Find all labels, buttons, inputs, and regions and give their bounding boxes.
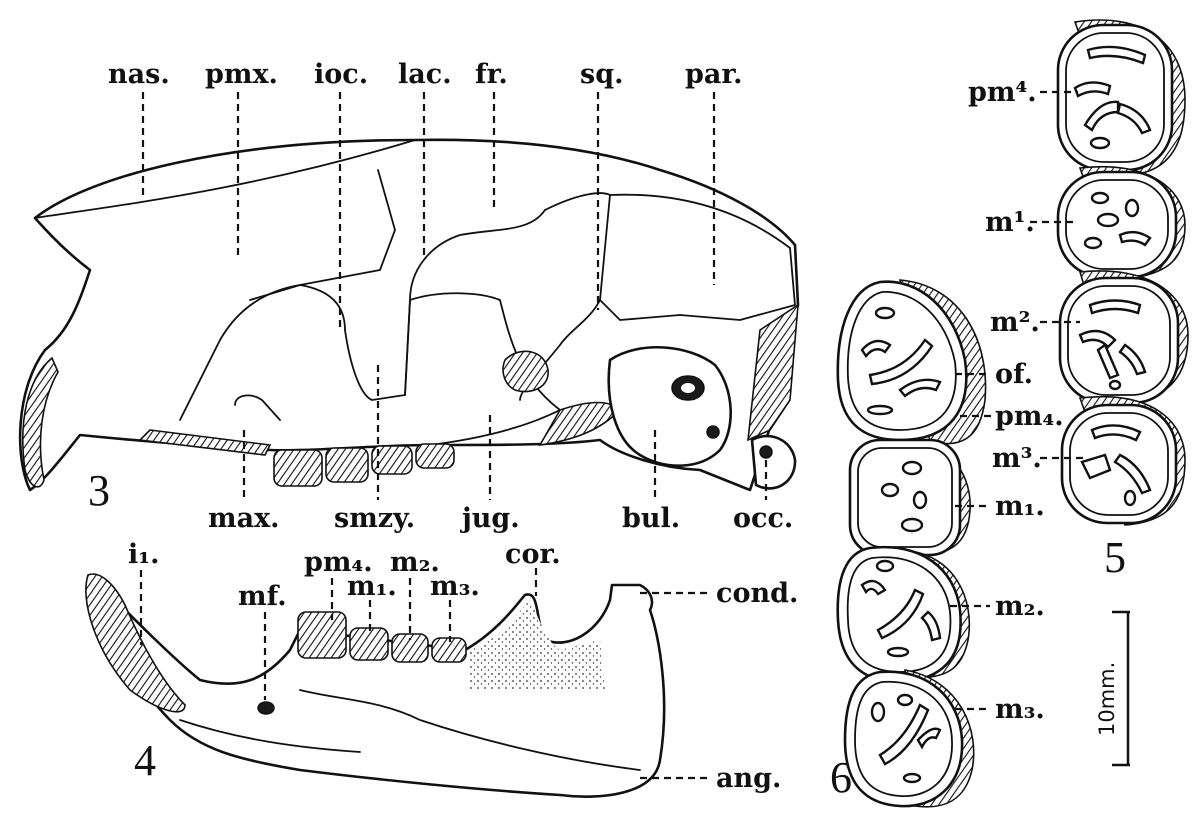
label-m1-upper: m¹. bbox=[985, 207, 1035, 238]
figure-number-5: 5 bbox=[1104, 533, 1126, 582]
tooth-m2-upper bbox=[1060, 271, 1188, 404]
upper-tooth bbox=[274, 450, 322, 486]
tooth-m3-upper bbox=[1062, 397, 1185, 525]
label-cor: cor. bbox=[505, 539, 561, 570]
mandible-drawing bbox=[86, 574, 664, 797]
tooth-pm4-upper bbox=[1058, 20, 1185, 175]
skull-drawing bbox=[20, 140, 798, 490]
figure-number-6: 6 bbox=[830, 753, 852, 802]
label-m2-upper: m². bbox=[990, 307, 1040, 338]
label-m3-lower-tooth: m₃. bbox=[995, 694, 1045, 725]
tooth-crown bbox=[850, 440, 960, 555]
fossette bbox=[904, 774, 920, 782]
label-nas: nas. bbox=[108, 59, 170, 90]
scale-bar: 10mm. bbox=[1095, 612, 1130, 765]
label-i1: i₁. bbox=[128, 539, 159, 570]
fossette bbox=[1091, 138, 1109, 148]
lower-tooth bbox=[298, 612, 346, 658]
label-bul: bul. bbox=[622, 503, 680, 534]
label-occ: occ. bbox=[733, 503, 793, 534]
label-ang: ang. bbox=[716, 763, 781, 794]
label-fr: fr. bbox=[475, 59, 508, 90]
label-jug: jug. bbox=[460, 503, 520, 534]
label-lac: lac. bbox=[398, 59, 452, 90]
fossette bbox=[1125, 491, 1135, 505]
glenoid-shading bbox=[503, 351, 548, 391]
fossette bbox=[1092, 193, 1108, 203]
lower-teeth-column bbox=[838, 280, 986, 807]
fossette bbox=[888, 648, 908, 656]
fossette bbox=[877, 561, 893, 571]
foramen-dot bbox=[707, 426, 719, 438]
tooth-m2-lower bbox=[838, 547, 970, 682]
label-m1-lower-tooth: m₁. bbox=[995, 491, 1045, 522]
lower-cheek-teeth bbox=[298, 612, 466, 662]
upper-tooth bbox=[326, 448, 368, 482]
label-par: par. bbox=[685, 59, 743, 90]
figure-number-3: 3 bbox=[88, 466, 110, 515]
lower-tooth bbox=[350, 628, 388, 660]
upper-teeth-column bbox=[1058, 20, 1188, 525]
tooth-m3-lower bbox=[845, 670, 974, 807]
tooth-crown bbox=[1058, 172, 1176, 277]
figure-number-4: 4 bbox=[134, 736, 156, 785]
label-m3-upper: m³. bbox=[992, 443, 1042, 474]
label-pm4-lower-tooth: pm₄. bbox=[995, 401, 1064, 432]
mental-foramen bbox=[258, 702, 274, 714]
tooth-m1-upper bbox=[1058, 167, 1185, 280]
fossette bbox=[1098, 214, 1118, 226]
tooth-pm4-lower bbox=[838, 280, 986, 444]
upper-tooth bbox=[416, 444, 454, 468]
meatus-opening bbox=[681, 383, 695, 393]
label-pm4-upper: pm⁴. bbox=[968, 77, 1037, 108]
fossette bbox=[1085, 238, 1101, 248]
fossette bbox=[876, 308, 894, 318]
fossette bbox=[1126, 200, 1138, 216]
fossette bbox=[898, 695, 912, 705]
tooth-m1-lower bbox=[850, 440, 970, 556]
label-cond: cond. bbox=[716, 578, 798, 609]
condyle-foramen bbox=[760, 446, 772, 458]
label-max: max. bbox=[208, 503, 280, 534]
label-of: of. bbox=[995, 359, 1033, 390]
lower-incisor bbox=[86, 574, 185, 712]
fossette bbox=[902, 519, 922, 531]
upper-cheek-teeth bbox=[274, 444, 454, 486]
label-m3-lower: m₃. bbox=[430, 571, 480, 602]
label-mf: mf. bbox=[238, 581, 287, 612]
fossette bbox=[882, 484, 898, 496]
occipital-condyle bbox=[752, 436, 795, 488]
fossette bbox=[914, 492, 926, 508]
label-m2-lower-tooth: m₂. bbox=[995, 591, 1045, 622]
scale-bar-label: 10mm. bbox=[1095, 662, 1119, 736]
label-sq: sq. bbox=[580, 59, 623, 90]
label-pmx: pmx. bbox=[205, 59, 278, 90]
fossette bbox=[1110, 381, 1120, 389]
fossette bbox=[903, 462, 921, 474]
label-smzy: smzy. bbox=[334, 503, 415, 534]
fossette bbox=[868, 406, 892, 414]
fossette bbox=[872, 703, 884, 721]
label-ioc: ioc. bbox=[314, 59, 368, 90]
